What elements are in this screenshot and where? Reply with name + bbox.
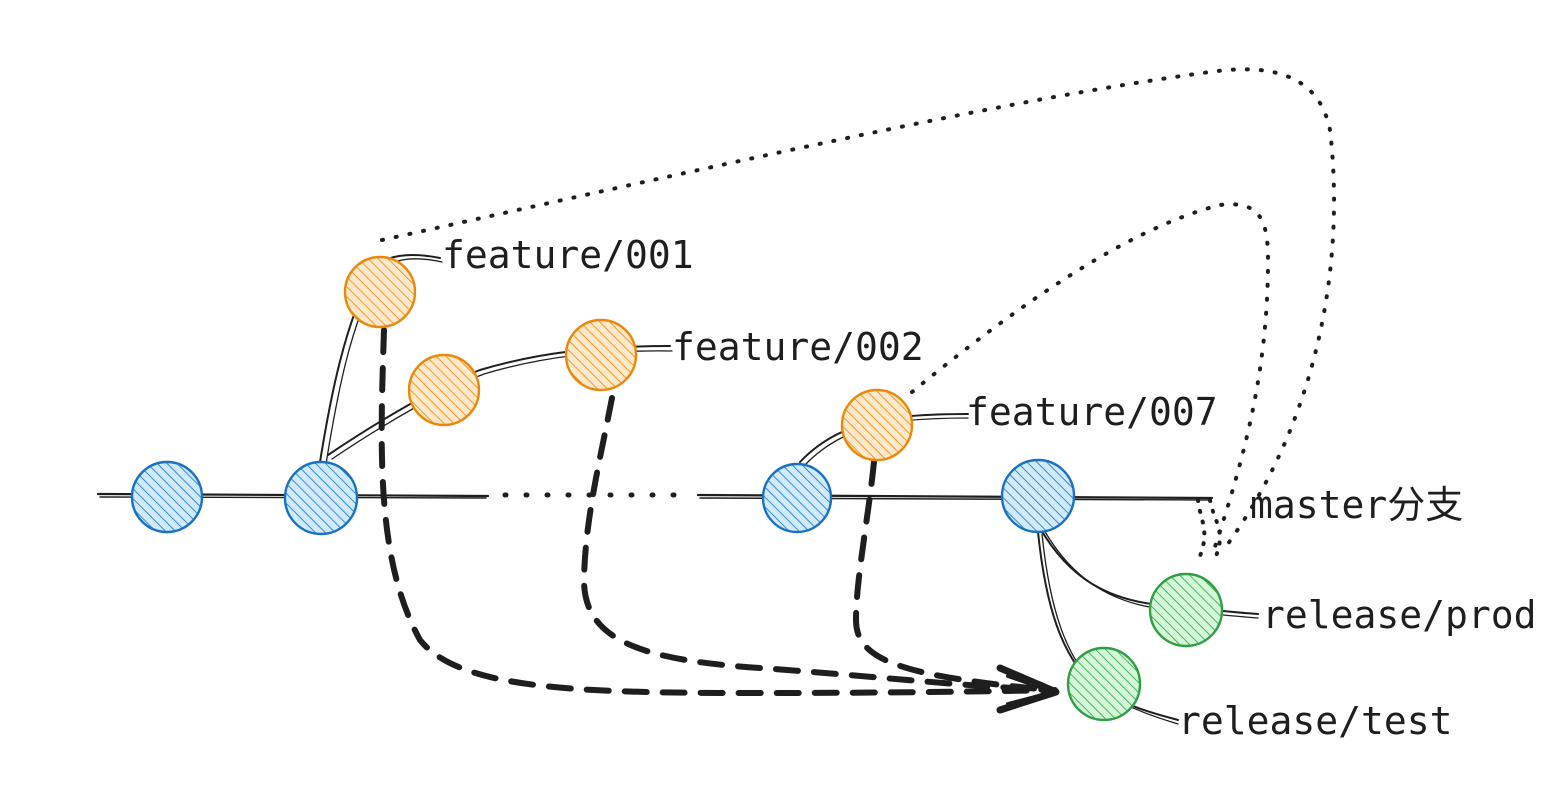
dotted-master-to-prod xyxy=(1196,498,1207,558)
commit-node-feature-002-b xyxy=(564,318,638,392)
label-feature-007: feature/007 xyxy=(966,390,1218,434)
commit-node-master-4 xyxy=(1000,458,1076,534)
commit-node-feature-002-a xyxy=(407,353,481,427)
commit-node-master-3 xyxy=(761,462,833,534)
dotted-feature-007-to-prod xyxy=(910,202,1270,558)
connector-release-prod xyxy=(1039,527,1259,615)
commit-node-feature-007 xyxy=(840,388,914,462)
merge-arrow-feature-002 xyxy=(581,395,1053,693)
commit-node-feature-001 xyxy=(343,255,417,329)
label-release-prod: release/prod xyxy=(1262,593,1537,637)
commit-node-master-1 xyxy=(130,460,204,534)
commit-node-master-2 xyxy=(283,460,359,536)
label-feature-001: feature/001 xyxy=(442,233,694,277)
label-master: master分支 xyxy=(1250,483,1463,527)
merge-to-test-arrows xyxy=(378,327,1060,714)
commit-node-release-test xyxy=(1066,646,1142,722)
merge-arrow-feature-001 xyxy=(378,327,1058,696)
release-commits xyxy=(1066,572,1224,722)
merge-to-prod-dotted xyxy=(380,67,1337,558)
feature-commits xyxy=(343,255,914,462)
merge-arrow-feature-007 xyxy=(853,459,1053,693)
label-release-test: release/test xyxy=(1178,699,1453,743)
master-commits xyxy=(130,458,1076,536)
branch-labels: feature/001 feature/002 feature/007 mast… xyxy=(442,233,1537,743)
dotted-feature-001-to-prod xyxy=(380,67,1337,554)
label-feature-002: feature/002 xyxy=(672,325,924,369)
commit-node-release-prod xyxy=(1148,572,1224,648)
